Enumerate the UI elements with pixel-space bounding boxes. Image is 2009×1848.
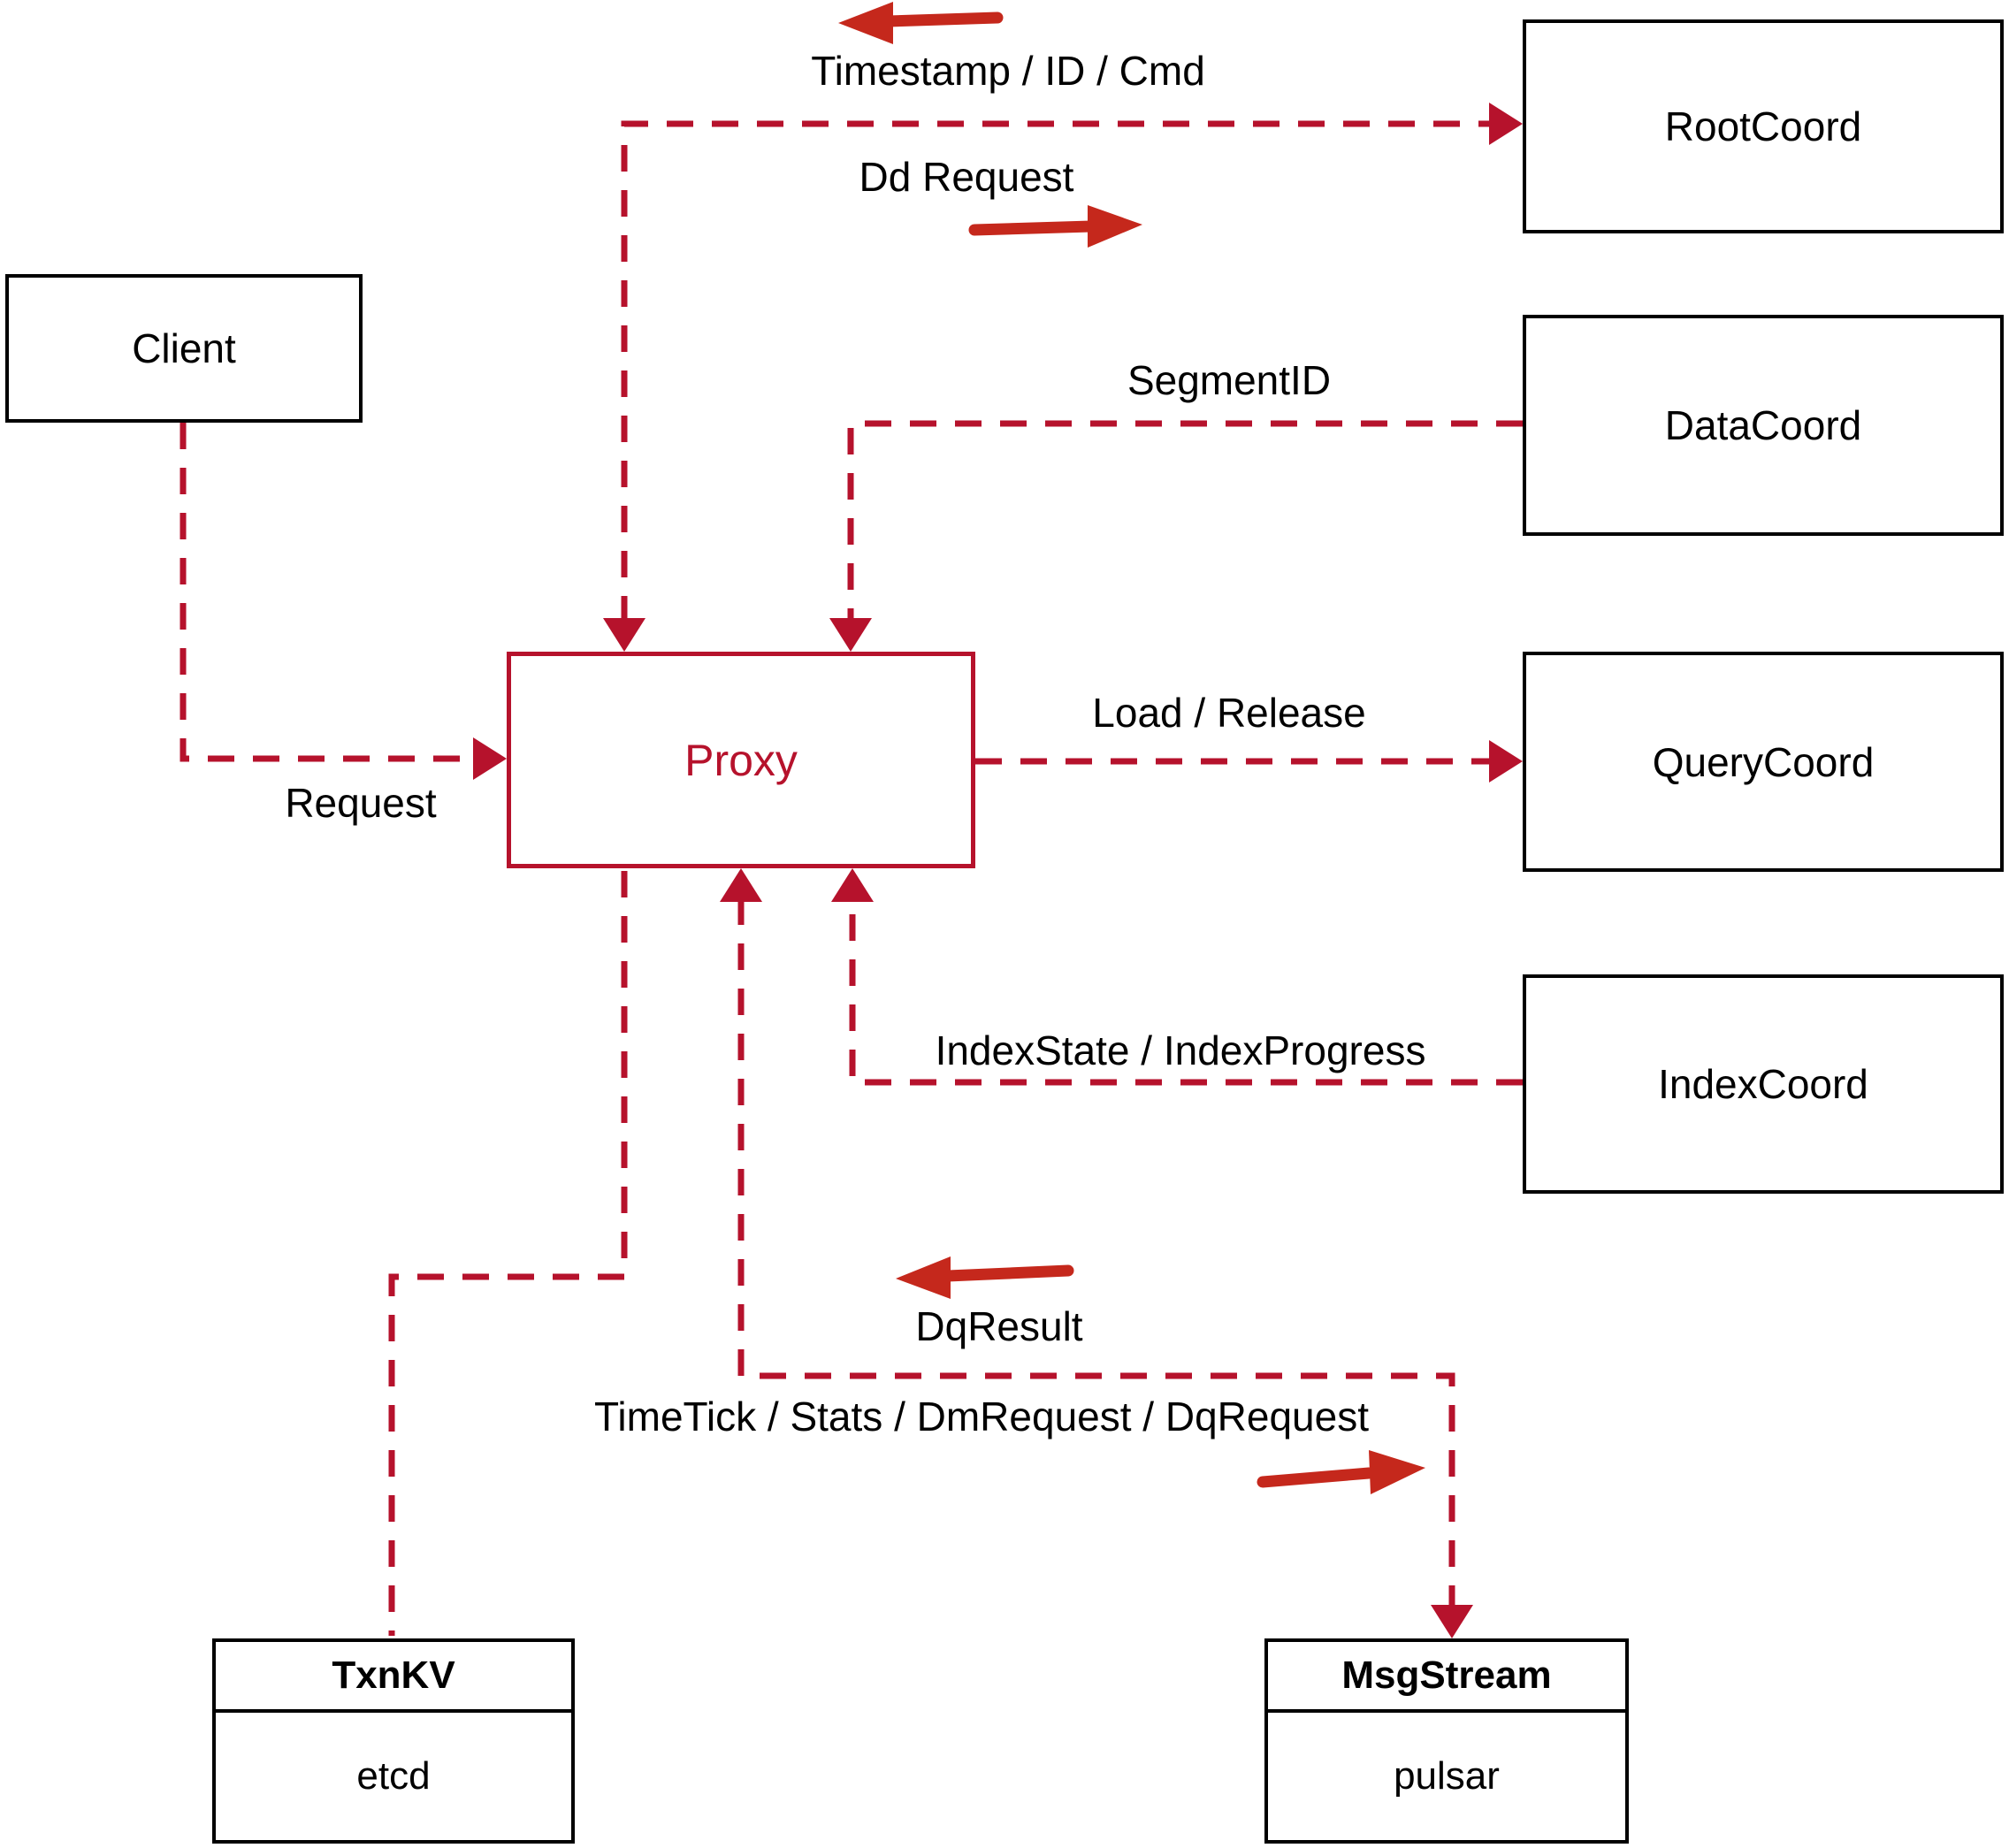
node-msgstream: MsgStream pulsar [1264, 1638, 1629, 1844]
edge-proxy-rootcoord [621, 120, 1494, 622]
node-txnkv: TxnKV etcd [212, 1638, 575, 1844]
node-msgstream-title: MsgStream [1268, 1642, 1625, 1713]
edge-label-dq-result: DqResult [915, 1303, 1083, 1349]
node-client: Client [5, 274, 363, 423]
direction-arrow-dd-request-right [968, 205, 1142, 248]
arrowhead-into-proxy-top-left [603, 618, 645, 652]
direction-arrow-timestamp-left [838, 2, 1004, 44]
arrowhead-into-proxy-top-right [829, 618, 872, 652]
node-rootcoord-label: RootCoord [1664, 103, 1862, 149]
node-querycoord: QueryCoord [1523, 652, 2004, 872]
node-txnkv-title: TxnKV [216, 1642, 571, 1713]
edge-label-request: Request [285, 780, 437, 826]
edge-label-index-state-progress: IndexState / IndexProgress [935, 1027, 1426, 1073]
edge-label-timetick-stats-dm-dq: TimeTick / Stats / DmRequest / DqRequest [594, 1394, 1369, 1439]
direction-arrow-dq-result-left [896, 1256, 1074, 1299]
arrowhead-into-rootcoord [1489, 103, 1523, 145]
direction-arrow-timetick-right [1257, 1450, 1425, 1494]
node-msgstream-subtitle: pulsar [1394, 1754, 1500, 1798]
node-indexcoord-label: IndexCoord [1658, 1061, 1868, 1107]
node-indexcoord: IndexCoord [1523, 974, 2004, 1194]
edge-datacoord-proxy [847, 420, 1523, 622]
edge-label-load-release: Load / Release [1092, 690, 1366, 736]
node-txnkv-subtitle: etcd [356, 1754, 431, 1798]
arrowhead-into-proxy-bottom-right [831, 868, 874, 902]
arrowhead-into-proxy-left [473, 737, 507, 780]
edge-indexcoord-proxy [849, 898, 1523, 1086]
edge-label-segment-id: SegmentID [1127, 357, 1332, 403]
node-datacoord-label: DataCoord [1664, 402, 1862, 448]
node-client-label: Client [132, 325, 236, 371]
node-rootcoord: RootCoord [1523, 19, 2004, 233]
edge-client-proxy [180, 423, 475, 762]
edge-label-timestamp-id-cmd: Timestamp / ID / Cmd [811, 48, 1205, 94]
edge-label-dd-request: Dd Request [859, 154, 1074, 200]
arrowhead-into-querycoord [1489, 740, 1523, 783]
arrowhead-into-msgstream [1431, 1605, 1473, 1638]
node-proxy-label: Proxy [684, 735, 798, 785]
node-datacoord: DataCoord [1523, 315, 2004, 536]
node-proxy: Proxy [507, 652, 975, 868]
edge-proxy-msgstream [737, 898, 1455, 1609]
arrowhead-into-proxy-bottom-left [720, 868, 762, 902]
node-querycoord-label: QueryCoord [1652, 738, 1875, 785]
edge-proxy-txnkv [388, 871, 628, 1636]
